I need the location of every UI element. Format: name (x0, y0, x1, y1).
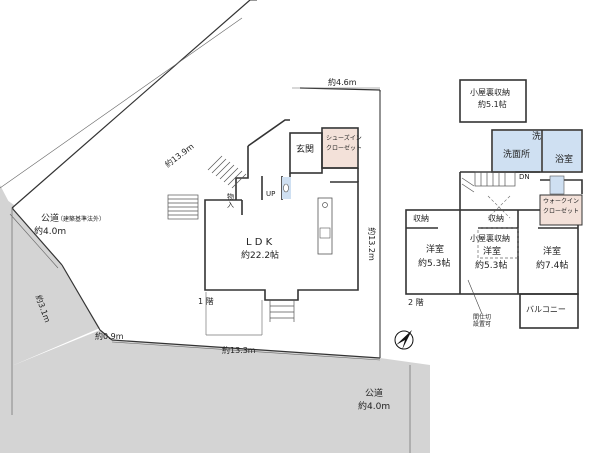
attic-dashed (477, 227, 519, 259)
storage-label-2: 入 (227, 201, 234, 209)
road-left-note: （建築基準法外） (57, 216, 106, 223)
road-left-area (0, 185, 100, 365)
kitchen-icon (317, 197, 333, 255)
dim-top: 約4.6m (328, 78, 357, 87)
road-bottom (0, 330, 430, 453)
shoes-closet-fill (323, 129, 357, 167)
up-label: UP (266, 190, 276, 198)
storage-a-label: 収納 (413, 214, 429, 223)
room-right-area: 約7.4帖 (536, 261, 569, 271)
balcony-label: バルコニー (526, 305, 566, 314)
shoes-closet-label-1: シューズイン (326, 135, 362, 142)
storage-label-1: 物 (227, 193, 234, 201)
ldk-area: 約22.2帖 (241, 251, 280, 261)
site-boundary (11, 0, 251, 209)
dim-right: 約13.2m (366, 227, 376, 261)
dn-label: DN (519, 173, 530, 181)
washroom-fill (493, 131, 541, 171)
shoes-closet-label-2: クローゼット (326, 145, 363, 152)
floor1-label: 1 階 (198, 297, 214, 306)
wash-label: 洗 (532, 132, 542, 142)
floor2-label: 2 階 (408, 298, 424, 307)
attic-top-label-1: 小屋裏収納 (470, 88, 510, 97)
wic-label-2: クローゼット (543, 208, 580, 215)
staircase-icon (461, 171, 516, 193)
wic-label-1: ウォークイン (543, 198, 580, 205)
dim-bottom: 約13.3m (222, 346, 256, 355)
room-right-label: 洋室 (543, 247, 562, 257)
staircase-icon (167, 155, 295, 322)
road-bottom-title: 公道 (365, 389, 384, 399)
room-left-area: 約5.3帖 (418, 259, 451, 269)
road-left-title: 公道 (41, 214, 60, 224)
road-bottom-width: 約4.0m (358, 402, 391, 412)
genkan-label: 玄関 (296, 145, 315, 155)
storage-b-label: 収納 (488, 214, 504, 223)
north-arrow-icon (394, 330, 414, 350)
wic-fill (539, 194, 583, 226)
toilet-icon (283, 183, 289, 193)
room-mid-label: 洋室 (483, 247, 502, 257)
road-left-width: 約4.0m (34, 227, 67, 237)
partition-label-1: 間仕切 (473, 314, 492, 321)
partition-label-2: 設置可 (473, 321, 492, 328)
attic-mid-label: 小屋裏収納 (470, 234, 510, 243)
dim-left-corner: 約0.9m (95, 332, 124, 341)
bath-fill (543, 131, 581, 171)
room-mid-area: 約5.3帖 (475, 261, 508, 271)
room-left-label: 洋室 (426, 245, 445, 255)
bath-label: 浴室 (555, 155, 574, 165)
washroom-label: 洗面所 (503, 150, 531, 160)
ldk-label: L D K (246, 237, 273, 248)
attic-top-label-2: 約5.1帖 (478, 100, 507, 109)
